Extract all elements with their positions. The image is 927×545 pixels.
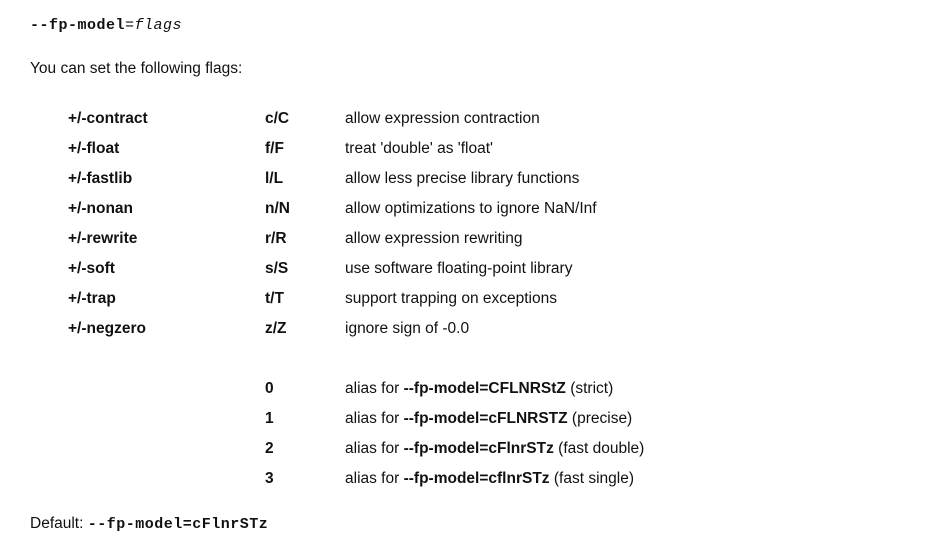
flag-letters: n/N [265, 200, 290, 217]
flag-row-trap: +/-trap t/T support trapping on exceptio… [68, 284, 907, 314]
flag-row-nonan: +/-nonan n/N allow optimizations to igno… [68, 194, 907, 224]
alias-suffix: (precise) [567, 410, 633, 427]
flag-row-rewrite: +/-rewrite r/R allow expression rewritin… [68, 224, 907, 254]
flag-description: allow expression rewriting [345, 230, 523, 247]
option-argument: flags [134, 17, 183, 34]
alias-prefix: alias for [345, 440, 404, 457]
alias-row-0: 0 alias for --fp-model=CFLNRStZ (strict) [265, 374, 907, 404]
default-value: --fp-model=cFlnrSTz [87, 516, 269, 533]
alias-prefix: alias for [345, 470, 404, 487]
default-label: Default: [30, 515, 88, 532]
flag-description: allow less precise library functions [345, 170, 580, 187]
flag-row-soft: +/-soft s/S use software floating-point … [68, 254, 907, 284]
flags-table: +/-contract c/C allow expression contrac… [68, 104, 907, 344]
flag-description: ignore sign of -0.0 [345, 320, 470, 337]
intro-text: You can set the following flags: [30, 60, 243, 77]
option-name: --fp-model [30, 17, 126, 34]
flag-description: support trapping on exceptions [345, 290, 557, 307]
alias-code: --fp-model=cflnrSTz [403, 470, 550, 487]
alias-row-2: 2 alias for --fp-model=cFlnrSTz (fast do… [265, 434, 907, 464]
alias-number: 0 [265, 380, 274, 397]
equals-sign: = [125, 17, 135, 34]
flag-row-negzero: +/-negzero z/Z ignore sign of -0.0 [68, 314, 907, 344]
alias-prefix: alias for [345, 410, 404, 427]
flag-description: treat 'double' as 'float' [345, 140, 493, 157]
alias-description: alias for --fp-model=cFlnrSTz (fast doub… [345, 434, 644, 464]
alias-code: --fp-model=cFlnrSTz [403, 440, 554, 457]
alias-description: alias for --fp-model=cflnrSTz (fast sing… [345, 464, 634, 494]
alias-suffix: (fast single) [549, 470, 634, 487]
default-line: Default: --fp-model=cFlnrSTz [30, 513, 907, 536]
alias-description: alias for --fp-model=CFLNRStZ (strict) [345, 374, 613, 404]
alias-code: --fp-model=cFLNRSTZ [403, 410, 568, 427]
flag-description: allow optimizations to ignore NaN/Inf [345, 200, 597, 217]
alias-prefix: alias for [345, 380, 404, 397]
alias-suffix: (strict) [565, 380, 614, 397]
flag-name: +/-nonan [68, 200, 134, 217]
flag-letters: t/T [265, 290, 284, 307]
alias-table: 0 alias for --fp-model=CFLNRStZ (strict)… [265, 374, 907, 494]
flag-name: +/-rewrite [68, 230, 138, 247]
alias-number: 1 [265, 410, 274, 427]
flag-letters: r/R [265, 230, 287, 247]
flag-row-float: +/-float f/F treat 'double' as 'float' [68, 134, 907, 164]
flag-row-fastlib: +/-fastlib l/L allow less precise librar… [68, 164, 907, 194]
flag-name: +/-float [68, 140, 120, 157]
flag-letters: s/S [265, 260, 289, 277]
alias-code: --fp-model=CFLNRStZ [403, 380, 566, 397]
flag-name: +/-negzero [68, 320, 146, 337]
option-syntax: --fp-model=flags [30, 14, 907, 37]
flag-name: +/-trap [68, 290, 116, 307]
flag-letters: c/C [265, 110, 290, 127]
flag-name: +/-fastlib [68, 170, 133, 187]
flag-name: +/-contract [68, 110, 148, 127]
flag-description: allow expression contraction [345, 110, 540, 127]
flag-letters: l/L [265, 170, 284, 187]
flag-letters: z/Z [265, 320, 287, 337]
flag-row-contract: +/-contract c/C allow expression contrac… [68, 104, 907, 134]
alias-suffix: (fast double) [553, 440, 645, 457]
alias-number: 3 [265, 470, 274, 487]
alias-number: 2 [265, 440, 274, 457]
flag-description: use software floating-point library [345, 260, 573, 277]
flag-name: +/-soft [68, 260, 115, 277]
alias-description: alias for --fp-model=cFLNRSTZ (precise) [345, 404, 632, 434]
alias-row-3: 3 alias for --fp-model=cflnrSTz (fast si… [265, 464, 907, 494]
flag-letters: f/F [265, 140, 284, 157]
alias-row-1: 1 alias for --fp-model=cFLNRSTZ (precise… [265, 404, 907, 434]
